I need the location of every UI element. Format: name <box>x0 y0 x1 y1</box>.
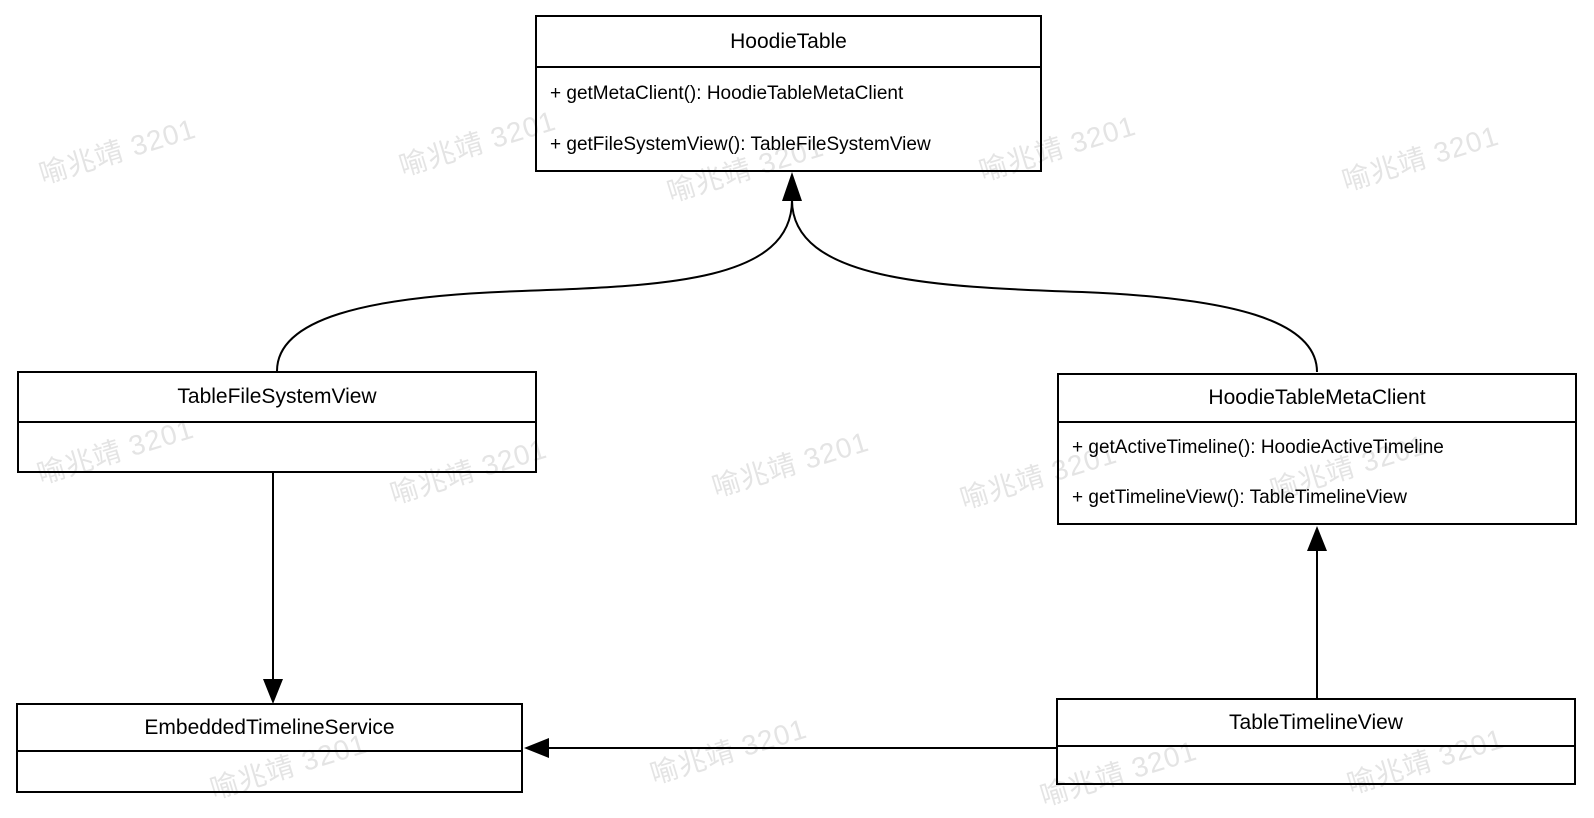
class-title-hoodietablemetaclient: HoodieTableMetaClient <box>1059 375 1575 423</box>
class-title-hoodietable: HoodieTable <box>537 17 1040 68</box>
class-title-tablefilesystemview: TableFileSystemView <box>19 373 535 423</box>
method-gettimelineview: + getTimelineView(): TableTimelineView <box>1072 487 1407 508</box>
class-box-hoodietablemetaclient: HoodieTableMetaClient + getActiveTimelin… <box>1057 373 1577 525</box>
arrow-hoodietablemetaclient-to-hoodietable <box>791 199 1318 373</box>
class-title-tabletimelineview: TableTimelineView <box>1058 700 1574 747</box>
method-getmetaclient: + getMetaClient(): HoodieTableMetaClient <box>550 82 904 104</box>
class-title-embeddedtimelineservice: EmbeddedTimelineService <box>18 705 521 752</box>
class-methods-hoodietable: + getMetaClient(): HoodieTableMetaClient… <box>537 68 1040 170</box>
class-box-embeddedtimelineservice: EmbeddedTimelineService <box>16 703 523 793</box>
method-getfilesystemview: + getFileSystemView(): TableFileSystemVi… <box>550 133 931 155</box>
class-body-tablefilesystemview <box>19 423 535 471</box>
class-methods-hoodietablemetaclient: + getActiveTimeline(): HoodieActiveTimel… <box>1059 423 1575 523</box>
method-getactivetimeline: + getActiveTimeline(): HoodieActiveTimel… <box>1072 437 1444 458</box>
arrowhead-left-embeddedtimelineservice <box>524 738 549 758</box>
class-box-tabletimelineview: TableTimelineView <box>1056 698 1576 785</box>
arrowhead-up-hoodietablemetaclient <box>1307 526 1327 551</box>
arrowhead-down-embeddedtimelineservice <box>263 679 283 704</box>
class-box-tablefilesystemview: TableFileSystemView <box>17 371 537 473</box>
arrowhead-up-hoodietable <box>782 172 802 201</box>
arrow-tablefilesystemview-to-hoodietable <box>276 199 793 372</box>
class-body-embeddedtimelineservice <box>18 752 521 791</box>
class-body-tabletimelineview <box>1058 747 1574 783</box>
class-box-hoodietable: HoodieTable + getMetaClient(): HoodieTab… <box>535 15 1042 172</box>
